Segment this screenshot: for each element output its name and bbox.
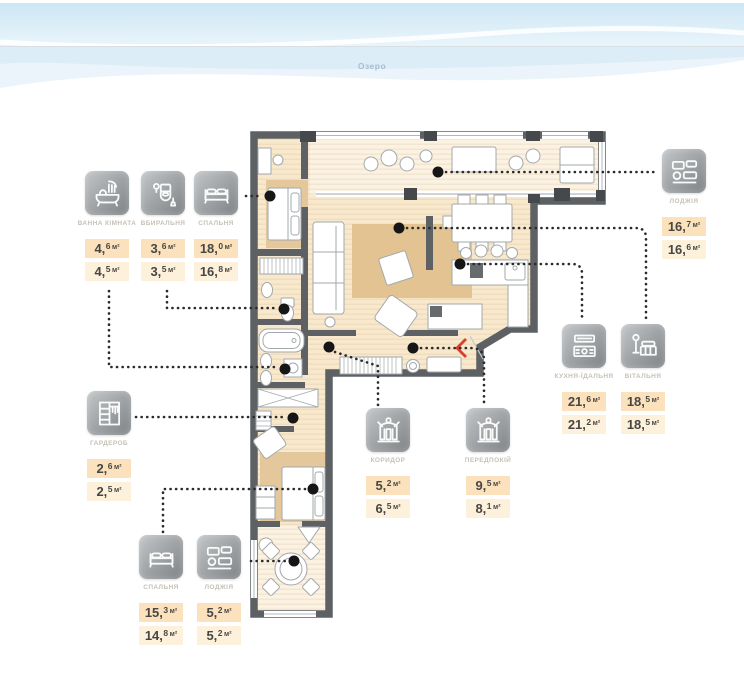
desk: [257, 147, 272, 175]
console-table: [426, 356, 462, 373]
armchair: [253, 426, 287, 459]
loggia-table: [451, 146, 497, 173]
wall-pillars: [300, 131, 605, 203]
kitchen-stove-icon: [562, 324, 606, 368]
room-name: ЛОДЖІЯ: [669, 198, 699, 205]
project-name-label: Озеро: [357, 61, 387, 71]
pillow: [290, 215, 300, 236]
room-name: КУХНЯ-ЇДАЛЬНЯ: [554, 373, 614, 380]
floor-lamp: [324, 316, 336, 328]
entrance-door-marker: [455, 335, 484, 360]
sink: [504, 262, 526, 281]
room-name: КОРИДОР: [370, 457, 406, 464]
console-mirror-icon: [366, 408, 410, 452]
bathtub-icon: [85, 171, 129, 215]
toilet-icon: [141, 171, 185, 215]
dining-table: [451, 203, 513, 243]
console-mirror-icon: [466, 408, 510, 452]
room-name: ГАРДЕРОБ: [89, 440, 129, 447]
loggia-furniture-icon: [662, 149, 706, 193]
pillow: [314, 495, 324, 517]
double-bed: [281, 466, 326, 521]
room-name: ВБИРАЛЬНЯ: [140, 220, 186, 227]
furniture: [253, 146, 595, 596]
sofa-lamp-icon: [621, 324, 665, 368]
header-wave-banner: [0, 3, 744, 96]
coffee-table: [378, 250, 414, 286]
connector-lines: [107, 170, 660, 563]
room-name: ВІТАЛЬНЯ: [624, 373, 662, 380]
room-name: ПЕРЕДПОКІЙ: [464, 457, 512, 464]
double-bed-icon: [139, 535, 183, 579]
room-dots: [264, 166, 466, 567]
loggia-furniture-icon: [197, 535, 241, 579]
coat-rack: [339, 356, 403, 375]
room-name: СПАЛЬНЯ: [143, 584, 179, 591]
door-swing: [297, 526, 321, 544]
pillow: [290, 192, 300, 213]
room-name: ВАННА КІМНАТА: [77, 220, 137, 227]
wardrobe-shelves-icon: [87, 391, 131, 435]
sofa: [312, 221, 345, 315]
room-name: ЛОДЖІЯ: [204, 584, 234, 591]
room-name: СПАЛЬНЯ: [198, 220, 234, 227]
washbasin: [261, 282, 273, 298]
armchair: [374, 295, 418, 337]
double-bed-icon: [194, 171, 238, 215]
chair: [272, 154, 284, 166]
